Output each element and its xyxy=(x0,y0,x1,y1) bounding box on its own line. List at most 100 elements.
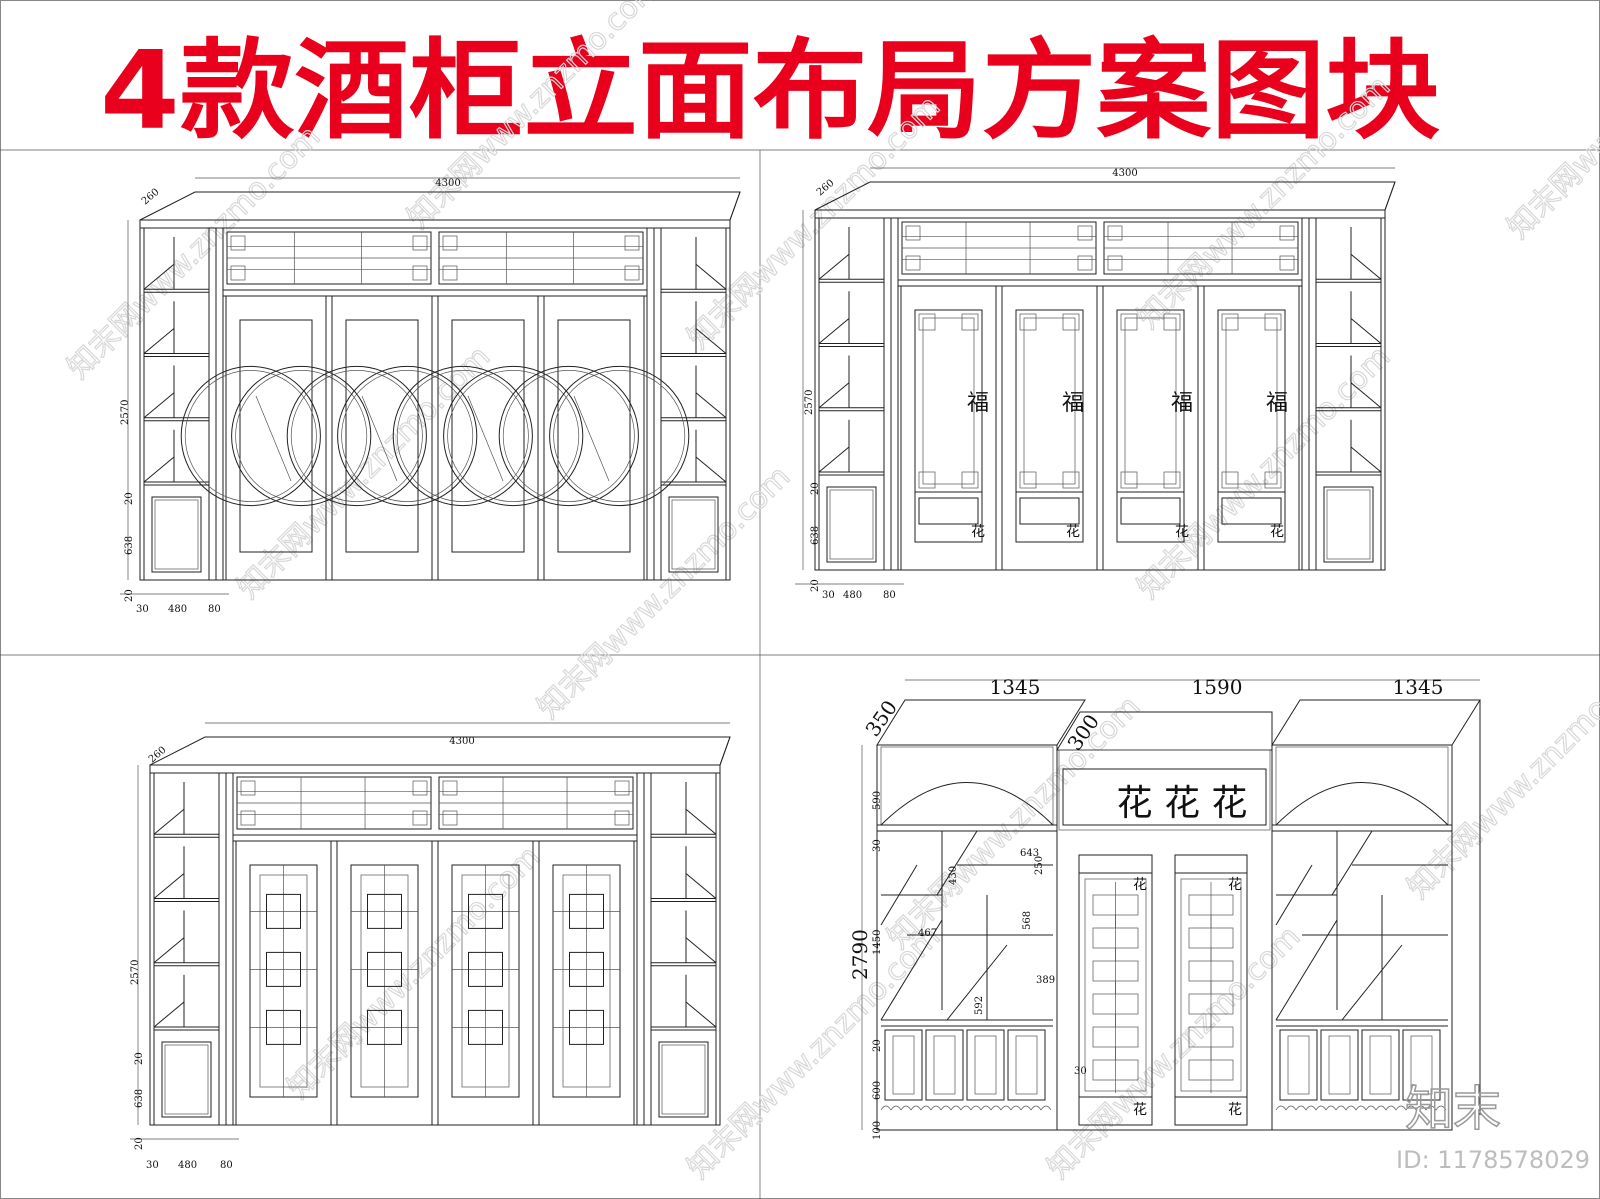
lattice-corner xyxy=(412,265,428,281)
dim-250: 250 xyxy=(1034,856,1045,875)
door-panel xyxy=(914,309,983,543)
door-medallion xyxy=(266,951,301,987)
shelf-diagonal xyxy=(880,864,918,926)
shelf-diagonal xyxy=(143,263,175,290)
base-door xyxy=(1320,1029,1359,1101)
base-door xyxy=(1279,1029,1318,1101)
door xyxy=(543,295,645,581)
panel-char: 花 xyxy=(1066,524,1080,540)
panel-char: 花 xyxy=(971,524,985,540)
door-inner xyxy=(1225,317,1278,485)
lattice-arch xyxy=(1275,746,1449,826)
image-id: ID: 1178578029 xyxy=(1396,1146,1590,1174)
watermark-text: 知末网www.znzmo.com xyxy=(61,119,327,385)
base-door xyxy=(1402,1029,1441,1101)
dim-643: 643 xyxy=(1020,848,1039,859)
lattice-corner xyxy=(905,255,921,271)
dim-h-plinth: 100 xyxy=(872,1121,883,1140)
lattice-corner xyxy=(442,265,458,281)
lattice-corner xyxy=(1279,225,1295,241)
lattice-corner xyxy=(1264,471,1282,489)
dim-30: 30 xyxy=(1074,1066,1087,1077)
lattice-corner xyxy=(230,265,246,281)
lattice-corner xyxy=(1279,255,1295,271)
dim-h-base: 600 xyxy=(872,1081,883,1100)
lattice-corner xyxy=(1264,313,1282,331)
base-door xyxy=(1361,1029,1400,1101)
dim-h-mid: 1450 xyxy=(872,930,883,955)
base-door-inner xyxy=(1326,489,1371,560)
plinth-carving xyxy=(1275,1105,1447,1111)
lattice-corner xyxy=(1062,471,1080,489)
dim-side: 30 xyxy=(822,590,835,601)
base-door xyxy=(161,1041,212,1118)
lattice-corner xyxy=(1221,313,1239,331)
door xyxy=(336,840,433,1126)
dim-w-mid: 1590 xyxy=(1192,675,1243,699)
lattice-corner xyxy=(1062,313,1080,331)
door-panel xyxy=(1116,309,1185,543)
base-door-inner xyxy=(1410,1035,1433,1095)
door-characters-2: 福 福 福 福 花 花 花 花 xyxy=(967,391,1288,540)
door-medallion xyxy=(569,893,604,929)
dim-depth-side: 350 xyxy=(860,696,902,741)
door-arc xyxy=(184,370,317,502)
door-panel xyxy=(1217,309,1286,543)
cornice-edge xyxy=(719,736,731,766)
dim-shelf-width: 480 xyxy=(843,590,862,601)
door-arc xyxy=(290,370,423,502)
door xyxy=(331,295,433,581)
base-door-inner xyxy=(661,1044,706,1115)
watermark-text: 知末网www.znzmo.com xyxy=(531,459,797,725)
door xyxy=(900,285,997,571)
dim-pillar: 80 xyxy=(208,604,221,615)
lattice-corner xyxy=(412,235,428,251)
base-door-inner xyxy=(974,1035,997,1095)
dim-pillar: 80 xyxy=(220,1160,233,1171)
door-panel xyxy=(451,319,525,553)
door-medallion xyxy=(367,1009,402,1045)
dim-height: 2570 xyxy=(130,960,141,985)
door-arc xyxy=(392,365,533,507)
door-medallion xyxy=(569,1009,604,1045)
base-door-inner xyxy=(1369,1035,1392,1095)
shelf-diagonal xyxy=(685,808,717,835)
shelf-diagonal xyxy=(153,873,185,899)
door-medallion xyxy=(569,951,604,987)
lattice-corner xyxy=(240,810,256,826)
glass-reflection xyxy=(467,395,504,482)
dim-467: 467 xyxy=(918,928,937,939)
shelf-diagonal xyxy=(818,318,850,344)
shelf-diagonal xyxy=(153,937,185,964)
elevation-1 xyxy=(120,177,741,595)
dim-height: 2570 xyxy=(804,390,815,415)
shelf-diagonal xyxy=(1350,318,1382,344)
lattice-corner xyxy=(918,471,936,489)
door-char: 花 xyxy=(1228,877,1242,893)
door-arc xyxy=(447,370,580,502)
lattice-corner xyxy=(442,780,458,796)
door-inner xyxy=(259,874,308,1088)
shelf-diagonal xyxy=(818,253,850,280)
dim-side: 30 xyxy=(146,1160,159,1171)
door-arc xyxy=(549,365,690,507)
cabinet-outline xyxy=(149,772,721,1126)
base-door xyxy=(826,486,877,563)
door-bottom-panel xyxy=(1221,497,1282,525)
cornice xyxy=(149,736,731,766)
elevation-3 xyxy=(130,722,731,1140)
panel-char: 花 xyxy=(1175,524,1189,540)
dim-depth: 260 xyxy=(140,187,162,208)
lattice-corner xyxy=(442,235,458,251)
door-medallion xyxy=(266,1009,301,1045)
watermark-text: 知末网www.znzmo.com xyxy=(1041,919,1307,1185)
door-panel xyxy=(239,319,313,553)
dim-width: 4300 xyxy=(435,178,460,189)
door-arc xyxy=(337,365,478,507)
door xyxy=(1001,285,1098,571)
door-medallion xyxy=(468,951,503,987)
base-door-inner xyxy=(829,489,874,560)
lattice-corner xyxy=(1221,471,1239,489)
shelf-diagonal xyxy=(685,873,717,899)
cornice-edge xyxy=(1384,181,1396,211)
